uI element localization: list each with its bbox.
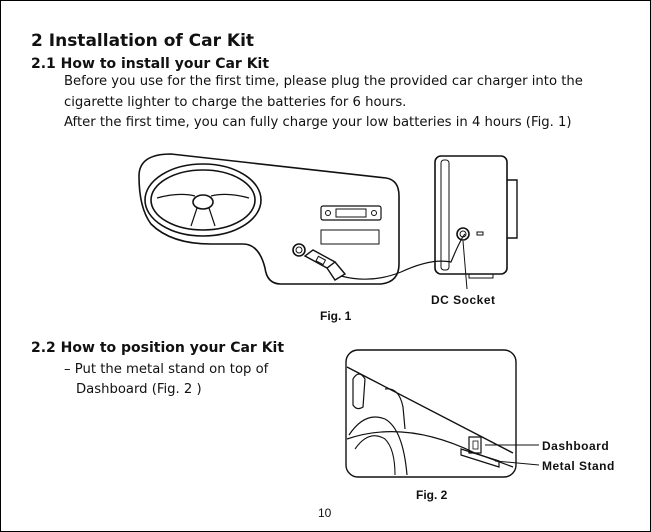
install-text-line: cigarette lighter to charge the batterie…	[64, 95, 407, 110]
dc-socket-label: DC Socket	[431, 293, 496, 307]
position-text-line: – Put the metal stand on top of	[64, 362, 269, 377]
install-text-line: Before you use for the first time, pleas…	[64, 74, 583, 89]
section-heading: 2 Installation of Car Kit	[31, 31, 254, 51]
subsection-heading-install: 2.1 How to install your Car Kit	[31, 56, 270, 72]
metal-stand-label: Metal Stand	[542, 459, 615, 473]
figure-1-illustration	[138, 153, 518, 290]
section-title: Installation of Car Kit	[48, 31, 255, 51]
figure-2-illustration	[345, 349, 540, 478]
subsection-heading-position: 2.2 How to position your Car Kit	[31, 340, 285, 356]
page-number: 10	[318, 506, 332, 520]
position-text-line: Dashboard (Fig. 2 )	[76, 382, 202, 397]
section-number: 2	[31, 31, 43, 51]
figure-2-caption: Fig. 2	[416, 488, 448, 502]
figure-1-caption: Fig. 1	[320, 309, 352, 323]
install-text-line: After the first time, you can fully char…	[64, 115, 572, 130]
dashboard-label: Dashboard	[542, 439, 610, 453]
